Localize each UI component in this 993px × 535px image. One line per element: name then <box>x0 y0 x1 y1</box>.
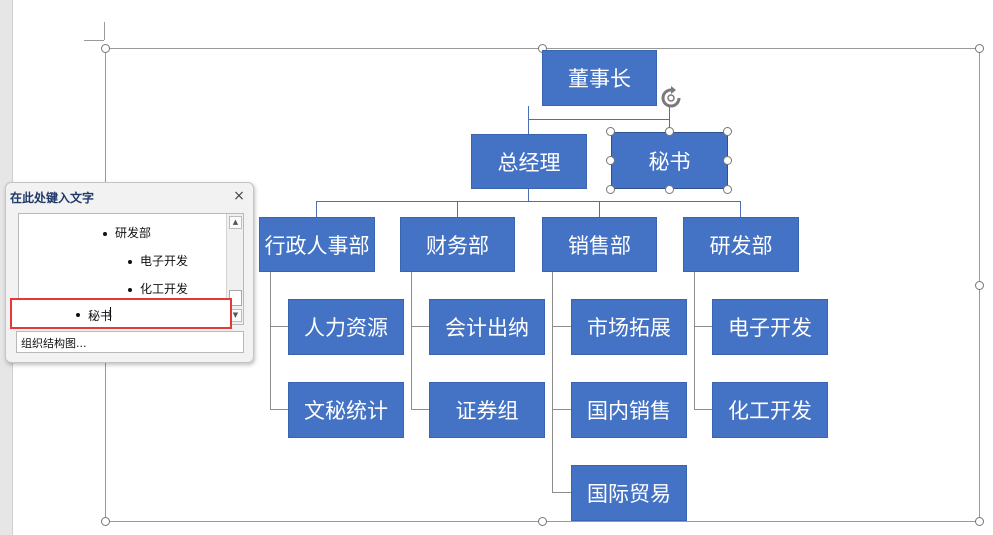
resize-handle[interactable] <box>606 127 615 136</box>
vertical-scrollbar[interactable]: ▲ ▼ <box>226 214 243 324</box>
org-chart-link[interactable]: 组织结构图... <box>16 331 244 353</box>
resize-handle[interactable] <box>101 44 110 53</box>
resize-handle[interactable] <box>101 517 110 526</box>
node-sub-intl[interactable]: 国际贸易 <box>571 465 687 521</box>
text-pane-title: 在此处键入文字 <box>10 191 95 205</box>
node-root[interactable]: 董事长 <box>542 50 657 106</box>
connector-line <box>270 326 288 327</box>
node-sub-clerical[interactable]: 文秘统计 <box>288 382 404 438</box>
resize-handle[interactable] <box>975 281 984 290</box>
node-assistant[interactable]: 秘书 <box>611 132 728 189</box>
connector-line <box>528 106 529 134</box>
node-manager[interactable]: 总经理 <box>471 134 587 189</box>
node-sub-securities[interactable]: 证券组 <box>429 382 545 438</box>
resize-handle[interactable] <box>665 127 674 136</box>
resize-handle[interactable] <box>723 127 732 136</box>
crop-mark <box>104 22 105 40</box>
connector-line <box>316 201 317 217</box>
resize-handle[interactable] <box>723 185 732 194</box>
node-sub-market[interactable]: 市场拓展 <box>571 299 687 355</box>
active-edit-line[interactable]: 秘书 <box>10 298 232 329</box>
connector-line <box>740 201 741 217</box>
connector-line <box>552 409 571 410</box>
resize-handle[interactable] <box>606 156 615 165</box>
resize-handle[interactable] <box>665 185 674 194</box>
connector-line <box>270 271 271 410</box>
connector-line <box>457 201 458 217</box>
resize-handle[interactable] <box>606 185 615 194</box>
connector-line <box>411 409 429 410</box>
connector-line <box>552 492 571 493</box>
bullet-icon <box>76 313 80 317</box>
connector-line <box>552 271 553 493</box>
list-item[interactable]: 化工开发 <box>128 280 188 297</box>
scroll-up-icon[interactable]: ▲ <box>229 216 242 229</box>
node-sub-hr[interactable]: 人力资源 <box>288 299 404 355</box>
node-dept-sales[interactable]: 销售部 <box>542 217 657 272</box>
node-sub-domestic[interactable]: 国内销售 <box>571 382 687 438</box>
node-dept-finance[interactable]: 财务部 <box>400 217 515 272</box>
connector-line <box>316 201 741 202</box>
crop-mark <box>84 40 104 41</box>
connector-line <box>669 106 670 132</box>
connector-line <box>270 409 288 410</box>
node-sub-accounting[interactable]: 会计出纳 <box>429 299 545 355</box>
connector-line <box>528 188 529 202</box>
node-sub-electronics[interactable]: 电子开发 <box>712 299 828 355</box>
connector-line <box>694 409 712 410</box>
edit-line-value[interactable]: 秘书 <box>88 309 113 323</box>
node-dept-admin[interactable]: 行政人事部 <box>259 217 375 272</box>
list-item[interactable]: 电子开发 <box>128 252 188 269</box>
connector-line <box>411 271 412 410</box>
resize-handle[interactable] <box>538 517 547 526</box>
resize-handle[interactable] <box>723 156 732 165</box>
rotate-handle-icon[interactable] <box>659 86 683 110</box>
resize-handle[interactable] <box>975 44 984 53</box>
close-icon[interactable]: × <box>233 188 245 204</box>
connector-line <box>694 271 695 410</box>
text-pane: 在此处键入文字 × 研发部 电子开发 化工开发 ▲ ▼ 秘书 组织结构图... <box>5 182 254 363</box>
connector-line <box>552 326 571 327</box>
list-item[interactable]: 研发部 <box>103 224 151 241</box>
text-caret <box>110 307 111 321</box>
connector-line <box>528 119 670 120</box>
connector-line <box>694 326 712 327</box>
node-sub-chemical[interactable]: 化工开发 <box>712 382 828 438</box>
connector-line <box>599 201 600 217</box>
connector-line <box>411 326 429 327</box>
resize-handle[interactable] <box>975 517 984 526</box>
node-dept-rd[interactable]: 研发部 <box>683 217 799 272</box>
